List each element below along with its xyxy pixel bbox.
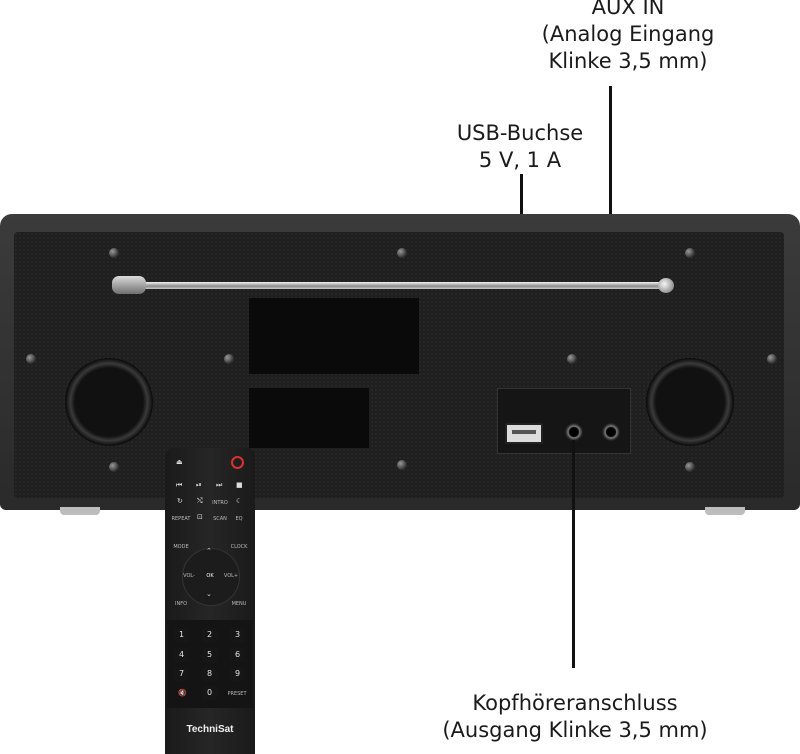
usb-port[interactable] xyxy=(505,423,543,444)
eject-icon[interactable]: ⏏ xyxy=(176,458,183,466)
next-track-icon[interactable]: ⏭ xyxy=(216,481,223,489)
info-button[interactable]: INFO xyxy=(174,601,188,607)
eq-button[interactable]: EQ xyxy=(235,516,243,522)
num-key-0[interactable]: 0 xyxy=(202,686,217,700)
bass-reflex-port-right xyxy=(646,358,734,446)
aux-in-desc-2: Klinke 3,5 mm) xyxy=(548,49,708,73)
repeat-icon[interactable]: ↻ xyxy=(177,497,183,505)
info-label-area xyxy=(249,388,369,448)
bass-reflex-port-left xyxy=(65,358,153,446)
usb-spec: 5 V, 1 A xyxy=(478,148,562,172)
headphone-title: Kopfhöreranschluss xyxy=(472,691,678,715)
vol-up-button[interactable]: VOL+ xyxy=(223,573,239,579)
screw xyxy=(685,248,695,258)
vol-down-button[interactable]: VOL- xyxy=(183,573,195,579)
headphone-jack[interactable] xyxy=(565,423,583,441)
screw xyxy=(397,248,407,258)
navigation-dpad[interactable] xyxy=(182,548,240,606)
screw xyxy=(109,462,119,472)
num-key-3[interactable]: 3 xyxy=(230,628,245,642)
antenna-hinge xyxy=(112,276,146,294)
mute-icon[interactable]: 🔇 xyxy=(178,689,187,697)
num-key-1[interactable]: 1 xyxy=(174,628,189,642)
preset-button[interactable]: PRESET xyxy=(227,691,247,697)
ok-button[interactable]: OK xyxy=(206,573,214,579)
headphone-leader-line xyxy=(572,440,575,668)
rating-label-area xyxy=(249,298,419,374)
screw xyxy=(767,354,777,364)
aux-in-jack[interactable] xyxy=(602,423,620,441)
usb-callout: USB-Buchse 5 V, 1 A xyxy=(420,120,620,174)
num-key-2[interactable]: 2 xyxy=(202,628,217,642)
remote-brand-logo: TechniSat xyxy=(186,724,234,735)
shuffle-icon[interactable]: ⤭ xyxy=(197,497,203,505)
telescopic-antenna[interactable] xyxy=(118,282,668,289)
clock-button[interactable]: CLOCK xyxy=(230,544,248,550)
aux-in-desc-1: (Analog Eingang xyxy=(541,22,715,46)
menu-button[interactable]: MENU xyxy=(231,601,247,607)
aux-in-callout: AUX IN (Analog Eingang Klinke 3,5 mm) xyxy=(528,0,728,75)
headphone-callout: Kopfhöreranschluss (Ausgang Klinke 3,5 m… xyxy=(420,690,730,744)
num-key-6[interactable]: 6 xyxy=(230,648,245,662)
view-icon[interactable]: ⊡ xyxy=(197,513,203,521)
device-foot-right xyxy=(705,507,745,515)
antenna-tip xyxy=(658,278,674,293)
screw xyxy=(567,354,577,364)
screw xyxy=(109,248,119,258)
num-key-9[interactable]: 9 xyxy=(230,667,245,681)
sleep-icon[interactable]: ☾ xyxy=(236,497,243,505)
aux-in-title: AUX IN xyxy=(591,0,665,19)
mode-button[interactable]: MODE xyxy=(173,544,189,550)
play-pause-icon[interactable]: ⏯ xyxy=(196,481,202,489)
repeat-button[interactable]: REPEAT xyxy=(171,516,191,522)
down-arrow-icon[interactable]: ⌄ xyxy=(206,590,212,598)
screw xyxy=(397,460,407,470)
num-key-5[interactable]: 5 xyxy=(202,648,217,662)
scan-button[interactable]: SCAN xyxy=(213,516,227,522)
num-key-4[interactable]: 4 xyxy=(174,648,189,662)
screw xyxy=(224,354,234,364)
intro-button[interactable]: INTRO xyxy=(212,500,228,506)
num-key-7[interactable]: 7 xyxy=(174,667,189,681)
screw xyxy=(26,354,36,364)
screw xyxy=(685,462,695,472)
num-key-8[interactable]: 8 xyxy=(202,667,217,681)
device-foot-left xyxy=(60,507,100,515)
prev-track-icon[interactable]: ⏮ xyxy=(176,481,183,489)
power-button[interactable] xyxy=(231,456,244,469)
up-arrow-icon[interactable]: ⌃ xyxy=(206,547,212,555)
io-connector-panel xyxy=(497,388,631,454)
headphone-desc: (Ausgang Klinke 3,5 mm) xyxy=(442,718,708,742)
stop-icon[interactable]: ■ xyxy=(236,481,243,489)
usb-title: USB-Buchse xyxy=(456,121,584,145)
